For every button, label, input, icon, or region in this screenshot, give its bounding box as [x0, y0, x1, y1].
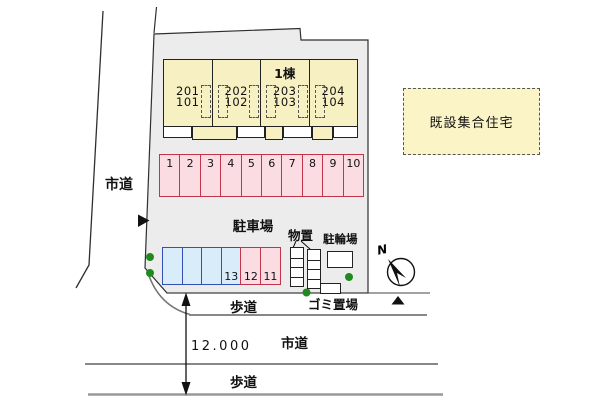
parking-stall: 9 [323, 155, 344, 196]
parking-stall: 3 [201, 155, 222, 196]
storage-label: 物置 [288, 228, 314, 243]
entrance-step [192, 127, 237, 140]
garbage-area-box [320, 283, 341, 294]
storage-leader-right [300, 240, 312, 251]
parking-stall [162, 247, 183, 285]
sidewalk-label-bottom: 歩道 [230, 375, 257, 391]
road-label-left: 市道 [105, 177, 133, 193]
left-road-line [75, 10, 104, 289]
parking-stall [201, 247, 223, 285]
parking-stall: 11 [260, 247, 281, 285]
building-name: 1棟 [274, 66, 296, 81]
existing-apartment-block: 既設集合住宅 [403, 88, 540, 155]
porch [237, 127, 265, 138]
unit-number-upper: 202 [224, 84, 248, 98]
compass-north-label: N [376, 242, 389, 258]
unit-number-lower: 101 [176, 95, 200, 109]
unit-number-upper: 204 [321, 84, 345, 98]
curb-curve [147, 272, 191, 316]
storage-shed-box [307, 249, 321, 289]
road-label-bottom: 市道 [281, 336, 308, 352]
parking-stall: 7 [282, 155, 303, 196]
unit-number-lower: 103 [273, 95, 297, 109]
north-compass-icon: N [376, 242, 416, 287]
parking-stall: 4 [221, 155, 242, 196]
boundary-marker-left [138, 214, 150, 227]
boundary-marker-bottom [391, 296, 405, 305]
boundary-extension [153, 6, 158, 34]
stairwell-dashed [249, 85, 259, 118]
unit-number-upper: 203 [273, 84, 297, 98]
stairwell-dashed [266, 85, 276, 118]
dimension-arrow-down [181, 382, 191, 396]
shrub-icon [146, 269, 154, 277]
parking-stall: 5 [242, 155, 263, 196]
sidewalk-label-top: 歩道 [230, 300, 257, 316]
unit-number-lower: 102 [224, 95, 248, 109]
parking-stall: 10 [346, 157, 361, 170]
parking-stall: 13 [220, 247, 242, 285]
porch [163, 127, 192, 138]
unit-number-lower: 104 [321, 95, 345, 109]
stairwell-dashed [200, 85, 211, 118]
porch [283, 127, 312, 138]
dimension-arrow-up [181, 292, 191, 306]
stairwell-dashed [217, 85, 228, 118]
entrance-step [265, 127, 283, 140]
parking-stall: 8 [303, 155, 324, 196]
shrub-icon [345, 273, 353, 281]
parking-stall: 12 [240, 247, 262, 285]
storage-shed-box [290, 247, 304, 287]
bicycle-parking-label: 駐輪場 [323, 232, 358, 246]
dimension-value: 12.000 [191, 339, 252, 354]
parking-stall: 2 [180, 155, 201, 196]
shrub-icon [146, 253, 154, 261]
shrub-icon [302, 288, 311, 297]
porch [333, 127, 358, 138]
stairwell-dashed [297, 85, 308, 118]
stairwell-dashed [315, 85, 325, 118]
parking-area-label: 駐車場 [232, 219, 274, 235]
garbage-area-label: ゴミ置場 [308, 297, 359, 312]
storage-leader-left [292, 240, 297, 249]
parking-stall: 6 [262, 155, 283, 196]
entrance-step [312, 127, 333, 140]
unit-number-upper: 201 [176, 84, 200, 98]
bicycle-parking-box [327, 251, 353, 268]
parking-stall: 1 [160, 155, 181, 196]
parking-stall [181, 247, 203, 285]
